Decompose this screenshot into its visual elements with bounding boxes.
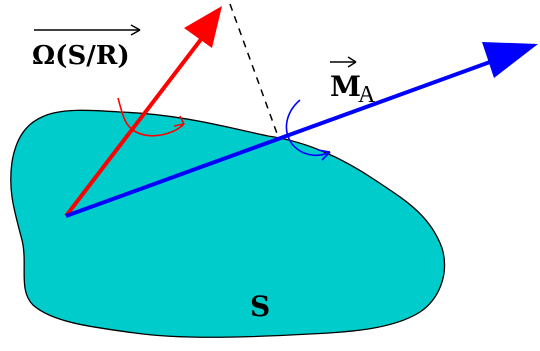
solid-body: [10, 109, 446, 338]
omega-label: Ω(S/R): [32, 24, 141, 71]
omega-frame-text: (S/R): [55, 41, 129, 71]
solid-label: S: [250, 290, 270, 323]
omega-rotation-arc: [117, 97, 185, 137]
projection-dashed-line: [229, 3, 280, 140]
moment-rotation-arc: [285, 99, 331, 157]
moment-vector-ma: [65, 42, 538, 218]
moment-symbol: M: [330, 70, 361, 103]
moment-label: M A: [330, 56, 376, 108]
svg-text:Ω(S/R): Ω(S/R): [32, 41, 130, 71]
rotation-vector-omega: [64, 6, 222, 218]
moment-subscript: A: [358, 82, 376, 108]
omega-symbol: Ω: [32, 41, 55, 71]
